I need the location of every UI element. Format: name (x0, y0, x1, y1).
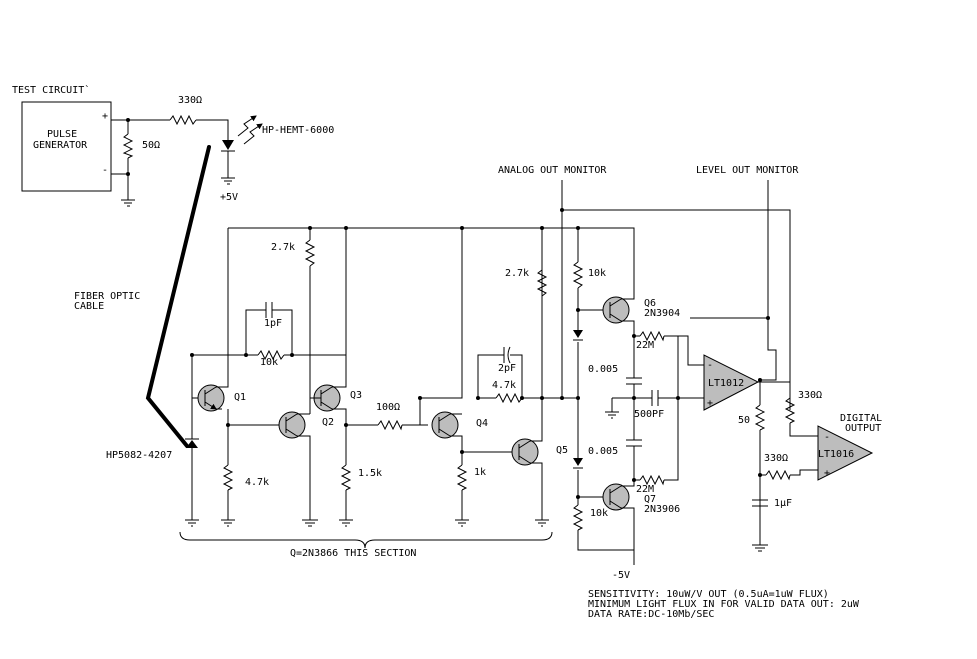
capacitor-005-top (612, 377, 642, 440)
resistor-100-ohm-label: 100Ω (376, 402, 400, 413)
resistor-4k7-q4-label: 4.7k (492, 380, 516, 391)
note-sensitivity: SENSITIVITY: 10uW/V OUT (0.5uA=1uW FLUX) (588, 589, 829, 600)
capacitor-1uf-label: 1µF (774, 498, 792, 509)
q4-label: Q4 (476, 418, 488, 429)
transistor-q5: Q5 (511, 228, 568, 520)
plus-label: + (102, 111, 108, 122)
plus5v-label: +5V (220, 192, 238, 203)
section-label: Q=2N3866 THIS SECTION (290, 548, 416, 559)
lt1016-minus: - (824, 432, 830, 443)
resistor-1k5-label: 1.5k (358, 468, 382, 479)
generator-label: GENERATOR (33, 140, 88, 151)
resistor-330-input-label: 330Ω (178, 95, 202, 106)
resistor-22m-bot-label: 22M (636, 484, 654, 495)
capacitor-1uf (752, 499, 768, 507)
capacitor-1pf-label: 1pF (264, 318, 282, 329)
resistor-22m-top (639, 330, 665, 342)
resistor-10k-q6 (572, 261, 584, 289)
transistor-q4: Q4 (431, 411, 488, 465)
resistor-4k7-q1 (222, 464, 234, 491)
transistor-q3: Q3 (310, 228, 362, 465)
digital-output-label-2: OUTPUT (845, 423, 881, 434)
digital-output-label-1: DIGITAL (840, 413, 882, 424)
resistor-2k7-q5-label: 2.7k (505, 268, 529, 279)
lt1012-plus: + (707, 398, 713, 409)
resistor-330-feedback-label: 330Ω (798, 390, 822, 401)
resistor-330-feedback (784, 397, 796, 424)
resistor-1k5 (340, 464, 352, 491)
resistor-330-rc-label: 330Ω (764, 453, 788, 464)
ground-symbol (121, 199, 135, 207)
test-circuit-label: TEST CIRCUIT` (12, 84, 90, 96)
pulse-generator-box (21, 101, 112, 192)
resistor-2k7-q2 (304, 239, 316, 267)
capacitor-2pf (477, 346, 523, 398)
transistor-q2: Q2 (278, 411, 334, 520)
resistor-330-input (169, 114, 197, 126)
resistor-10k-q7 (572, 504, 584, 531)
capacitor-500pf-label: 500PF (634, 409, 664, 420)
resistor-4k7-q4 (495, 392, 523, 404)
test-circuit: TEST CIRCUIT` PULSE GENERATOR + - 330Ω 5… (12, 84, 334, 207)
resistor-10k-q7-label: 10k (590, 508, 608, 519)
q1-label: Q1 (234, 392, 246, 403)
resistor-50-ohm (122, 133, 134, 159)
lt1012-label: LT1012 (708, 378, 744, 389)
transistor-q1: Q1 (197, 228, 246, 411)
note-data-rate: DATA RATE:DC-10Mb/SEC (588, 609, 714, 620)
photodiode-label: HP5082-4207 (106, 450, 172, 461)
pulse-label: PULSE (47, 129, 77, 140)
level-out-label: LEVEL OUT MONITOR (696, 165, 799, 176)
resistor-10k-q6-label: 10k (588, 268, 606, 279)
note-min-flux: MINIMUM LIGHT FLUX IN FOR VALID DATA OUT… (588, 599, 860, 610)
resistor-4k7-q1-label: 4.7k (245, 477, 269, 488)
resistor-2k7-q5 (536, 269, 548, 297)
resistor-50-label: 50 (738, 415, 750, 426)
lt1012-minus: - (707, 360, 713, 371)
q6-label: Q6 (644, 298, 656, 309)
q3-label: Q3 (350, 390, 362, 401)
resistor-10k-feedback (257, 349, 285, 361)
led-emitter (221, 115, 263, 185)
fiber-label-1: FIBER OPTIC (74, 291, 140, 302)
resistor-1k-q4 (456, 464, 468, 491)
transistor-q6: Q6 2N3904 (602, 270, 680, 330)
lt1016-plus: + (824, 468, 830, 479)
capacitor-005-bot-label: 0.005 (588, 446, 618, 457)
capacitor-005-top-label: 0.005 (588, 364, 618, 375)
resistor-100-ohm (377, 419, 403, 431)
q7-part-label: 2N3906 (644, 504, 680, 515)
capacitor-500pf (634, 390, 704, 406)
minus5v-label: -5V (612, 570, 630, 581)
plus5v-rail (228, 227, 635, 270)
resistor-1k-q4-label: 1k (474, 467, 486, 478)
q7-label: Q7 (644, 494, 656, 505)
lt1016-label: LT1016 (818, 449, 854, 460)
analog-out-label: ANALOG OUT MONITOR (498, 165, 607, 176)
fiber-optic-cable: FIBER OPTIC CABLE (74, 145, 211, 448)
resistor-2k7-q2-label: 2.7k (271, 242, 295, 253)
q6-part-label: 2N3904 (644, 308, 680, 319)
q2-label: Q2 (322, 417, 334, 428)
capacitor-1pf (245, 302, 293, 355)
led-label: HP-HEMT-6000 (262, 125, 334, 136)
q5-label: Q5 (556, 445, 568, 456)
resistor-50-divider (754, 404, 766, 431)
resistor-10k-feedback-label: 10k (260, 357, 278, 368)
resistor-22m-top-label: 22M (636, 340, 654, 351)
opamp-lt1012: LT1012 - + (703, 354, 760, 411)
section-bracket (179, 531, 553, 549)
comparator-lt1016: LT1016 - + (817, 425, 874, 481)
capacitor-005-bot (626, 439, 642, 475)
resistor-50-ohm-label: 50Ω (142, 140, 160, 151)
transistor-q7: Q7 2N3906 (602, 475, 680, 525)
resistor-22m-bot (639, 474, 665, 486)
capacitor-2pf-label: 2pF (498, 363, 516, 374)
minus-label: - (102, 165, 108, 176)
resistor-330-rc (765, 469, 791, 481)
fiber-label-2: CABLE (74, 301, 104, 312)
